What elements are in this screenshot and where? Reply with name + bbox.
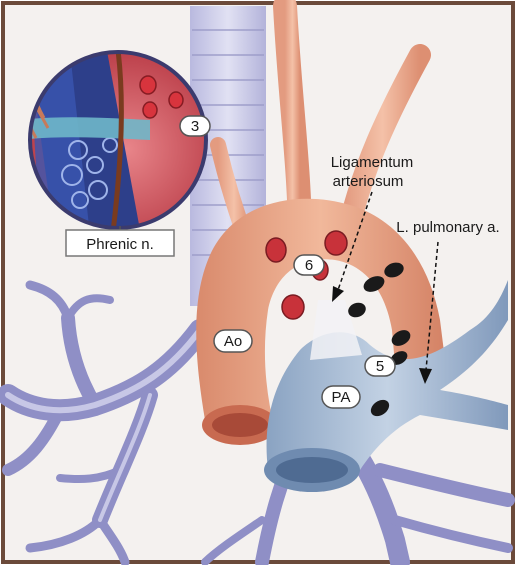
label-pa: PA <box>332 389 351 406</box>
label-5: 5 <box>376 358 384 375</box>
label-6: 6 <box>305 257 313 274</box>
label-5-pill: 5 <box>365 356 395 376</box>
label-3-pill: 3 <box>180 116 210 136</box>
label-3: 3 <box>191 118 199 135</box>
label-pa-pill: PA <box>322 386 360 408</box>
label-phrenic-n: Phrenic n. <box>86 236 154 253</box>
label-ligamentum-line1: Ligamentum <box>331 154 414 171</box>
label-ao-pill: Ao <box>214 330 252 352</box>
label-ligamentum-line2: arteriosum <box>333 173 404 190</box>
label-6-pill: 6 <box>294 255 324 275</box>
phrenic-label-box: Phrenic n. <box>66 226 174 256</box>
label-ao: Ao <box>224 333 242 350</box>
label-l-pulmonary-a: L. pulmonary a. <box>396 219 499 236</box>
